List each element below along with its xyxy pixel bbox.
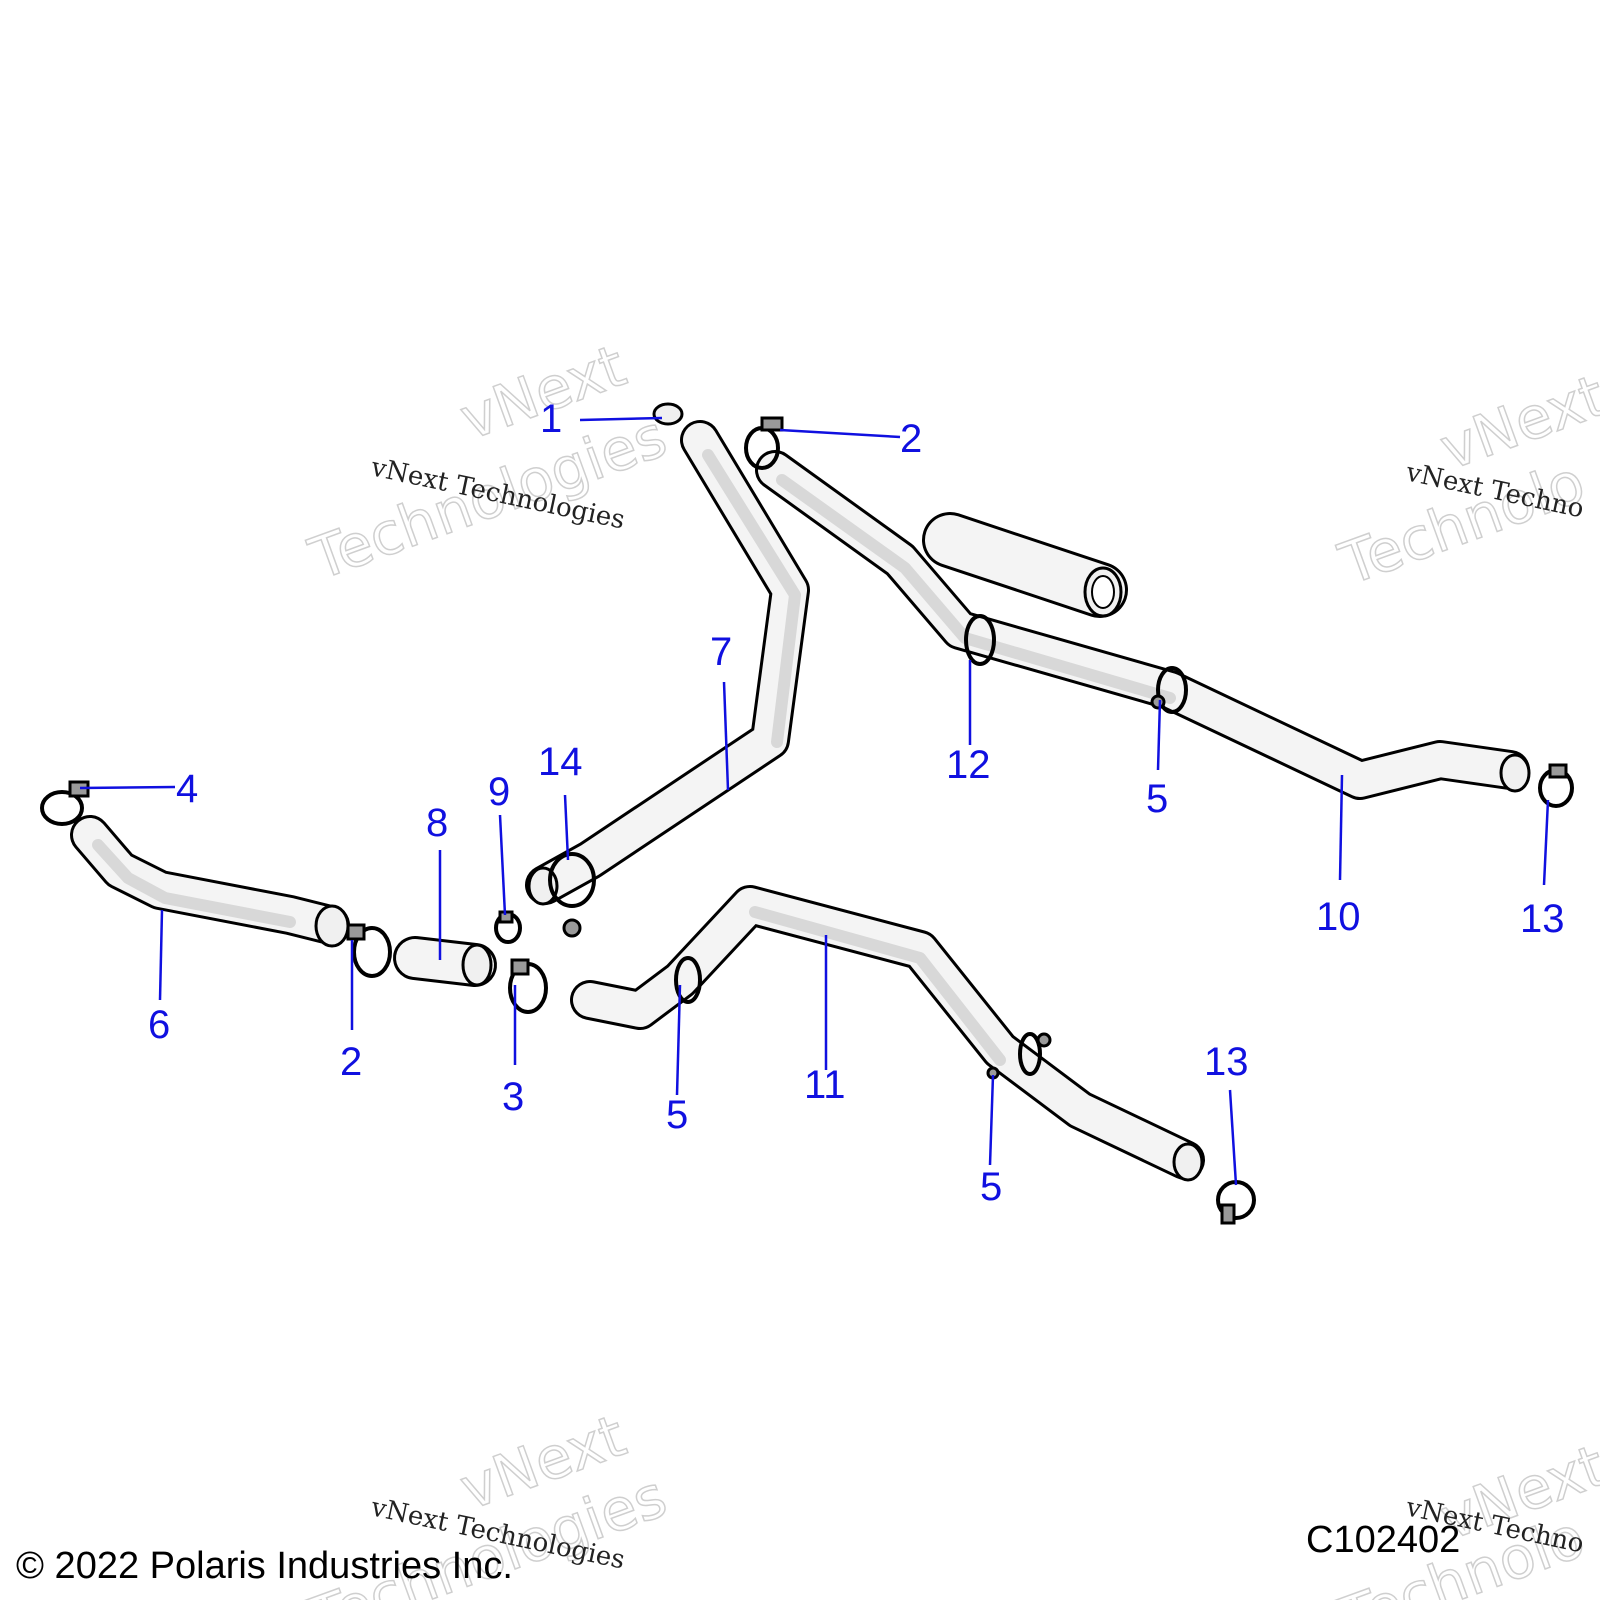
clamp-2-bottom xyxy=(346,923,392,978)
callout-7: 7 xyxy=(710,630,732,674)
clamp-3 xyxy=(508,958,548,1014)
clamp-2-top xyxy=(744,416,784,470)
callout-10: 10 xyxy=(1316,895,1361,939)
clamp-13-bottom xyxy=(1216,1180,1256,1225)
callouts: 1 2 2 3 4 5 5 5 6 7 8 9 10 11 12 13 13 1… xyxy=(148,397,1565,1209)
hose-7 xyxy=(525,420,810,906)
hose-6 xyxy=(70,815,350,948)
clamp-12 xyxy=(964,614,996,666)
callout-4: 4 xyxy=(176,767,198,811)
hose-10 xyxy=(755,450,1531,800)
callout-9: 9 xyxy=(488,770,510,814)
clamp-13-right xyxy=(1538,763,1574,808)
tube-8 xyxy=(393,936,497,987)
callout-2-top: 2 xyxy=(900,417,922,461)
watermark-top-right: vNext Technolo vNext Techno xyxy=(1330,361,1600,600)
callout-5-lower: 5 xyxy=(980,1165,1002,1209)
callout-14: 14 xyxy=(538,740,583,784)
cap-1 xyxy=(652,402,684,426)
watermark-bottom-right: vNext Technolo vNext Techno xyxy=(1330,1431,1600,1600)
tube-segment xyxy=(922,512,1128,618)
callout-13-right: 13 xyxy=(1520,897,1565,941)
callout-1: 1 xyxy=(540,397,562,441)
hose-11 xyxy=(570,885,1205,1182)
watermark-top-left: vNext Technologies vNext Technologies xyxy=(300,331,676,595)
diagram-code: C102402 xyxy=(1306,1519,1460,1561)
callout-2-bottom: 2 xyxy=(340,1040,362,1084)
clamp-9 xyxy=(494,910,522,944)
callout-3: 3 xyxy=(502,1075,524,1119)
clamp-5-lower xyxy=(986,1032,1052,1080)
clamp-14 xyxy=(548,852,596,938)
callout-5-upper: 5 xyxy=(1146,777,1168,821)
copyright-text: © 2022 Polaris Industries Inc. xyxy=(16,1545,513,1587)
callout-6: 6 xyxy=(148,1003,170,1047)
callout-13-bottom: 13 xyxy=(1204,1040,1249,1084)
leader-lines xyxy=(79,416,1550,1186)
callout-11: 11 xyxy=(804,1063,846,1107)
clamp-5-left xyxy=(674,956,702,1004)
callout-12: 12 xyxy=(946,743,991,787)
clamp-4 xyxy=(40,780,90,826)
callout-5-left: 5 xyxy=(666,1093,688,1137)
callout-8: 8 xyxy=(426,801,448,845)
